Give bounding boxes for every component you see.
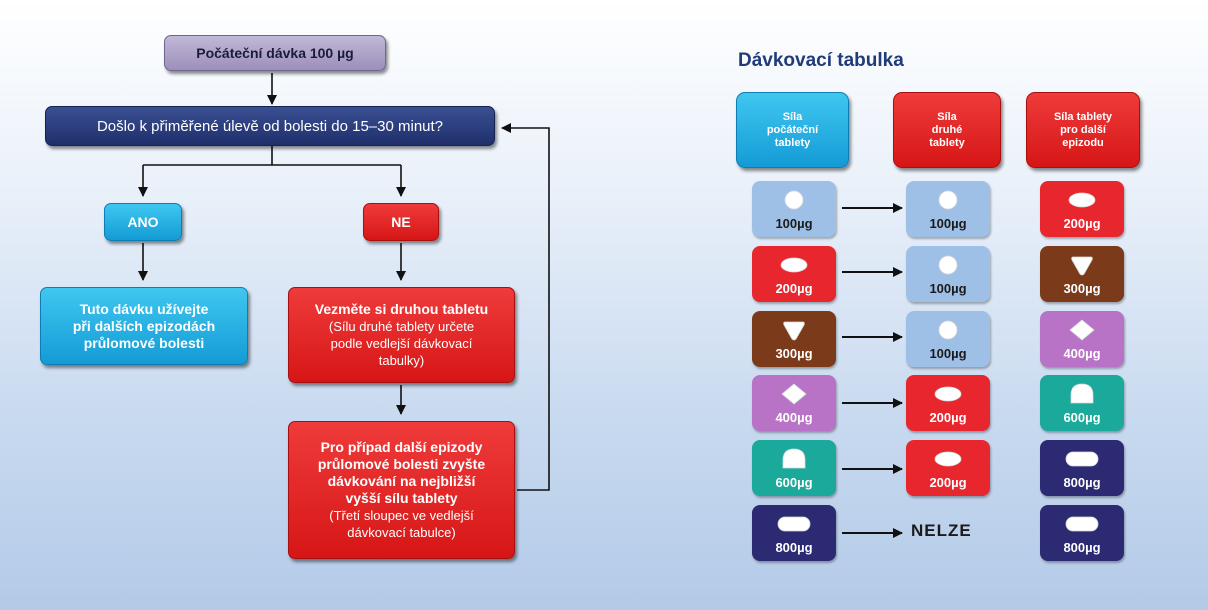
initial-tablet-tile: 100µg — [752, 181, 836, 237]
dome-tablet-icon — [1070, 383, 1094, 404]
relief-question-box: Došlo k přiměřené úlevě od bolesti do 15… — [45, 106, 495, 146]
oval-tablet-icon — [934, 451, 962, 467]
next-episode-tablet-tile: 800µg — [1040, 505, 1124, 561]
next-episode-line: průlomové bolesti zvyšte — [317, 456, 486, 472]
yes-label: ANO — [127, 214, 159, 230]
capsule-tablet-icon — [1065, 451, 1099, 467]
yes-outcome-box: Tuto dávku užívejte při dalších epizodác… — [40, 287, 248, 365]
dose-label: 200µg — [929, 410, 967, 425]
second-tablet-tile: 100µg — [906, 311, 990, 367]
dose-label: 200µg — [1063, 216, 1101, 231]
dose-label: 800µg — [775, 540, 813, 555]
header-line: počáteční — [766, 123, 819, 136]
no-label: NE — [391, 214, 411, 230]
header-line: tablety — [929, 136, 965, 149]
second-tablet-box: Vezměte si druhou tabletu (Sílu druhé ta… — [288, 287, 515, 383]
shield-tablet-icon — [783, 321, 805, 341]
header-line: Síla — [782, 110, 803, 123]
second-tablet-tile: 100µg — [906, 246, 990, 302]
dose-label: 600µg — [1063, 410, 1101, 425]
next-episode-tablet-tile: 600µg — [1040, 375, 1124, 431]
start-dose-box: Počáteční dávka 100 µg — [164, 35, 386, 71]
dose-label: 800µg — [1063, 540, 1101, 555]
dose-label: 300µg — [775, 346, 813, 361]
round-tablet-icon — [938, 255, 958, 275]
dose-label: 100µg — [929, 281, 967, 296]
yes-outcome-line: průlomové bolesti — [83, 334, 205, 351]
shield-tablet-icon — [1071, 256, 1093, 276]
no-box: NE — [363, 203, 439, 241]
diamond-tablet-icon — [781, 383, 807, 405]
oval-tablet-icon — [780, 257, 808, 273]
header-line: druhé — [931, 123, 963, 136]
oval-tablet-icon — [934, 386, 962, 402]
dosing-table-title: Dávkovací tabulka — [738, 50, 904, 71]
next-episode-box: Pro případ další epizody průlomové boles… — [288, 421, 515, 559]
header-line: pro další — [1060, 123, 1106, 136]
capsule-tablet-icon — [1065, 516, 1099, 532]
dose-label: 400µg — [775, 410, 813, 425]
next-episode-tablet-tile: 400µg — [1040, 311, 1124, 367]
yes-outcome-line: Tuto dávku užívejte — [79, 300, 209, 317]
second-tablet-note-line: podle vedlejší dávkovací — [330, 336, 473, 351]
dose-label: 400µg — [1063, 346, 1101, 361]
dose-label: 600µg — [775, 475, 813, 490]
relief-question-label: Došlo k přiměřené úlevě od bolesti do 15… — [96, 117, 444, 135]
dome-tablet-icon — [782, 448, 806, 469]
next-episode-line: vyšší sílu tablety — [345, 490, 458, 506]
next-episode-tablet-tile: 300µg — [1040, 246, 1124, 302]
not-possible-label: NELZE — [911, 521, 972, 540]
header-next-episode-strength: Síla tablety pro další epizodu — [1026, 92, 1140, 168]
dose-label: 200µg — [775, 281, 813, 296]
capsule-tablet-icon — [777, 516, 811, 532]
next-episode-note-line: dávkovací tabulce) — [347, 525, 456, 540]
next-episode-line: Pro případ další epizody — [320, 439, 483, 455]
dose-label: 300µg — [1063, 281, 1101, 296]
round-tablet-icon — [938, 190, 958, 210]
header-line: Síla — [937, 110, 957, 123]
dose-label: 100µg — [775, 216, 813, 231]
dose-label: 200µg — [929, 475, 967, 490]
loop-back-arrow — [501, 123, 550, 491]
yes-box: ANO — [104, 203, 182, 241]
second-tablet-heading: Vezměte si druhou tabletu — [314, 301, 489, 317]
next-episode-line: dávkování na nejbližší — [327, 473, 476, 489]
second-tablet-tile: 100µg — [906, 181, 990, 237]
initial-tablet-tile: 300µg — [752, 311, 836, 367]
initial-tablet-tile: 400µg — [752, 375, 836, 431]
next-episode-tablet-tile: 200µg — [1040, 181, 1124, 237]
header-initial-strength: Síla počáteční tablety — [736, 92, 849, 168]
start-dose-label: Počáteční dávka 100 µg — [196, 45, 354, 61]
header-line: tablety — [774, 136, 811, 149]
second-tablet-tile: 200µg — [906, 375, 990, 431]
header-second-strength: Síla druhé tablety — [893, 92, 1001, 168]
diamond-tablet-icon — [1069, 319, 1095, 341]
initial-tablet-tile: 800µg — [752, 505, 836, 561]
next-episode-note-line: (Třetí sloupec ve vedlejší — [329, 508, 474, 523]
round-tablet-icon — [784, 190, 804, 210]
dose-label: 800µg — [1063, 475, 1101, 490]
yes-outcome-line: při dalších epizodách — [72, 317, 216, 334]
second-tablet-note-line: tabulky) — [378, 353, 425, 368]
initial-tablet-tile: 600µg — [752, 440, 836, 496]
second-tablet-note-line: (Sílu druhé tablety určete — [328, 319, 475, 334]
round-tablet-icon — [938, 320, 958, 340]
dose-label: 100µg — [929, 346, 967, 361]
dose-label: 100µg — [929, 216, 967, 231]
header-line: Síla tablety — [1053, 110, 1113, 123]
next-episode-tablet-tile: 800µg — [1040, 440, 1124, 496]
oval-tablet-icon — [1068, 192, 1096, 208]
initial-tablet-tile: 200µg — [752, 246, 836, 302]
second-tablet-tile: 200µg — [906, 440, 990, 496]
header-line: epizodu — [1062, 136, 1104, 149]
